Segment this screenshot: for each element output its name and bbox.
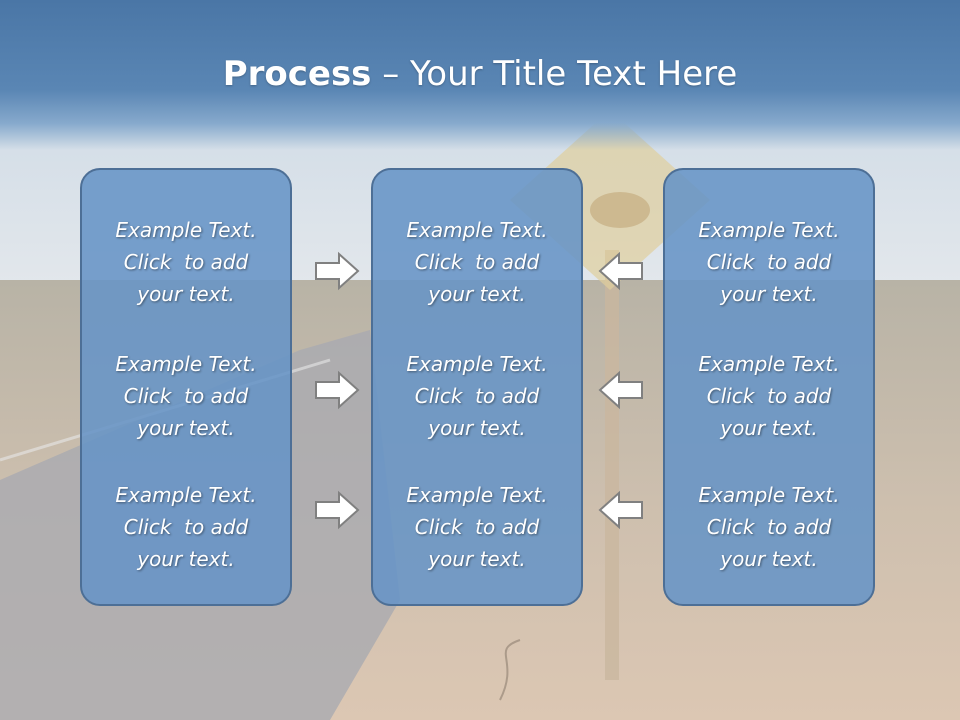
text-line: Example Text. <box>698 483 840 507</box>
text-line: Example Text. <box>115 352 257 376</box>
text-placeholder[interactable]: Example Text. Click to add your text. <box>82 348 290 444</box>
text-placeholder[interactable]: Example Text. Click to add your text. <box>373 479 581 575</box>
text-line: Example Text. <box>115 483 257 507</box>
text-line: Click to add <box>414 515 540 539</box>
left-arrow-icon[interactable] <box>597 251 645 291</box>
text-line: Click to add <box>414 250 540 274</box>
text-line: Example Text. <box>115 218 257 242</box>
process-panel-left[interactable]: Example Text. Click to add your text. Ex… <box>80 168 292 606</box>
text-placeholder[interactable]: Example Text. Click to add your text. <box>82 479 290 575</box>
text-line: Click to add <box>123 250 249 274</box>
text-line: your text. <box>720 416 818 440</box>
text-line: Click to add <box>706 515 832 539</box>
text-line: your text. <box>720 547 818 571</box>
text-line: Click to add <box>706 250 832 274</box>
text-line: Example Text. <box>698 218 840 242</box>
title-bold: Process <box>222 54 372 94</box>
process-panel-center[interactable]: Example Text. Click to add your text. Ex… <box>371 168 583 606</box>
text-line: Click to add <box>123 384 249 408</box>
text-placeholder[interactable]: Example Text. Click to add your text. <box>665 348 873 444</box>
text-placeholder[interactable]: Example Text. Click to add your text. <box>373 348 581 444</box>
left-arrow-icon[interactable] <box>597 370 645 410</box>
text-placeholder[interactable]: Example Text. Click to add your text. <box>373 214 581 310</box>
text-line: your text. <box>137 416 235 440</box>
left-arrow-icon[interactable] <box>597 490 645 530</box>
text-line: Example Text. <box>406 483 548 507</box>
right-arrow-icon[interactable] <box>313 370 361 410</box>
text-placeholder[interactable]: Example Text. Click to add your text. <box>665 479 873 575</box>
text-line: your text. <box>137 547 235 571</box>
process-panel-right[interactable]: Example Text. Click to add your text. Ex… <box>663 168 875 606</box>
slide-title[interactable]: Process – Your Title Text Here <box>0 52 960 96</box>
right-arrow-icon[interactable] <box>313 251 361 291</box>
text-line: your text. <box>428 416 526 440</box>
text-line: Click to add <box>123 515 249 539</box>
title-bar <box>0 0 960 150</box>
right-arrow-icon[interactable] <box>313 490 361 530</box>
text-line: Example Text. <box>406 352 548 376</box>
text-line: Example Text. <box>698 352 840 376</box>
title-rest: – Your Title Text Here <box>371 54 738 94</box>
text-placeholder[interactable]: Example Text. Click to add your text. <box>665 214 873 310</box>
text-line: your text. <box>137 282 235 306</box>
text-line: your text. <box>428 282 526 306</box>
text-line: your text. <box>720 282 818 306</box>
text-line: your text. <box>428 547 526 571</box>
text-line: Click to add <box>706 384 832 408</box>
text-placeholder[interactable]: Example Text. Click to add your text. <box>82 214 290 310</box>
text-line: Example Text. <box>406 218 548 242</box>
text-line: Click to add <box>414 384 540 408</box>
